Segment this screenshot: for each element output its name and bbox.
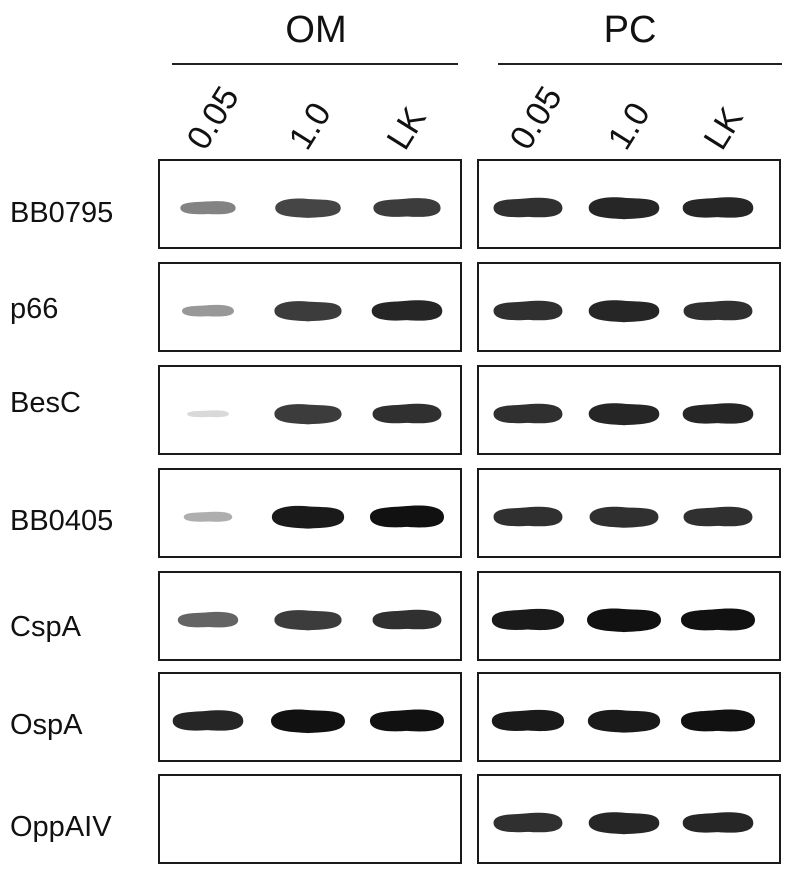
band-pc-row-5-lane-3 [681, 608, 755, 631]
row-label-cspa: CspA [10, 611, 82, 643]
group-title-pc: PC [604, 9, 657, 51]
band-om-row-4-lane-2 [271, 505, 345, 529]
lane-label-pc-3: LK [697, 101, 751, 157]
lane-label-om-1: 0.05 [180, 80, 247, 156]
band-om-row-1-lane-1 [180, 201, 236, 215]
band-pc-row-2-lane-1 [493, 300, 563, 321]
band-om-row-2-lane-1 [182, 304, 234, 317]
band-pc-row-6-lane-2 [587, 709, 661, 733]
band-om-row-5-lane-3 [372, 609, 442, 630]
band-pc-row-5-lane-1 [491, 608, 565, 631]
band-pc-row-2-lane-2 [588, 300, 660, 323]
band-pc-row-3-lane-1 [493, 403, 563, 424]
band-om-row-6-lane-3 [370, 709, 444, 732]
band-pc-row-4-lane-3 [683, 506, 753, 527]
row-label-p66: p66 [10, 293, 58, 325]
band-pc-row-3-lane-2 [588, 403, 660, 426]
band-pc-row-7-lane-1 [493, 812, 563, 833]
row-label-ospa: OspA [10, 709, 83, 741]
band-pc-row-7-lane-3 [682, 812, 754, 833]
band-pc-row-1-lane-1 [493, 197, 563, 218]
band-pc-row-7-lane-2 [588, 812, 660, 835]
band-om-row-4-lane-1 [183, 511, 233, 522]
band-pc-row-3-lane-3 [682, 403, 754, 424]
band-om-row-3-lane-3 [372, 403, 442, 424]
band-pc-row-1-lane-3 [682, 197, 754, 218]
row-label-besc: BesC [10, 387, 81, 419]
band-om-row-4-lane-3 [370, 505, 444, 528]
lane-label-om-2: 1.0 [282, 96, 339, 156]
lane-label-pc-1: 0.05 [503, 80, 570, 156]
row-label-bb0795: BB0795 [10, 197, 113, 229]
band-pc-row-4-lane-2 [589, 506, 659, 528]
band-om-row-2-lane-3 [371, 300, 443, 321]
band-om-row-2-lane-2 [274, 301, 342, 322]
blot-panels [158, 159, 781, 864]
band-pc-row-1-lane-2 [588, 197, 660, 220]
lane-label-om-3: LK [380, 101, 434, 157]
band-pc-row-4-lane-1 [493, 506, 563, 527]
band-pc-row-5-lane-2 [587, 608, 661, 633]
row-label-oppaiv: OppAIV [10, 811, 112, 843]
band-pc-row-2-lane-3 [683, 300, 753, 321]
band-om-row-6-lane-2 [271, 709, 345, 734]
band-om-row-5-lane-1 [177, 611, 239, 628]
band-om-row-3-lane-1 [187, 410, 229, 418]
band-om-row-3-lane-2 [274, 404, 342, 425]
group-title-om: OM [285, 9, 346, 51]
band-pc-row-6-lane-3 [681, 709, 755, 732]
lane-label-pc-2: 1.0 [601, 96, 658, 156]
band-om-row-5-lane-2 [274, 610, 342, 631]
band-om-row-1-lane-3 [373, 198, 441, 217]
band-om-row-1-lane-2 [275, 198, 341, 218]
band-om-row-6-lane-1 [172, 710, 244, 731]
band-pc-row-6-lane-1 [491, 709, 565, 732]
row-label-bb0405: BB0405 [10, 505, 113, 537]
blot-panel-om-row-7 [158, 774, 462, 864]
